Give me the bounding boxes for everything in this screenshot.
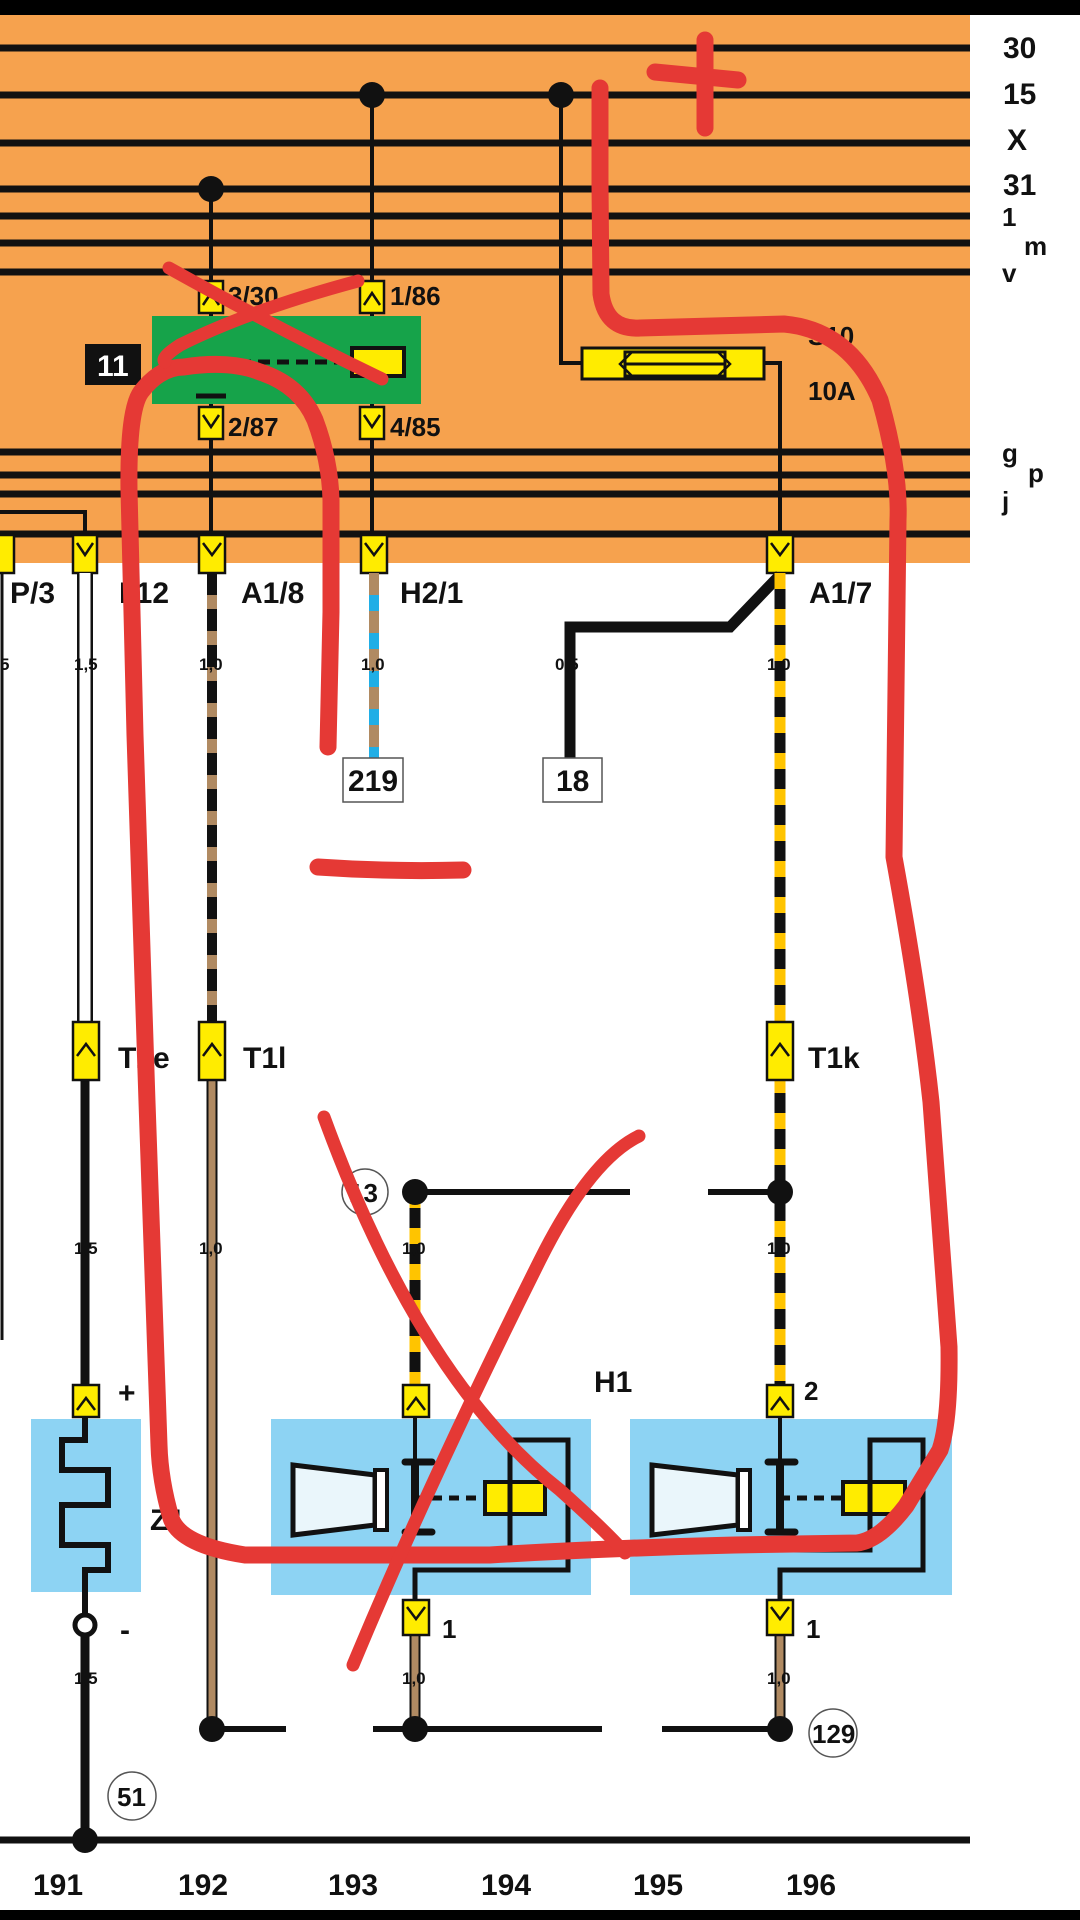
column-numbers: 191 192 193 194 195 196 — [33, 1869, 836, 1902]
ref-circle-51 — [107, 1771, 157, 1821]
bus-labels: 30 15 X 31 1 m v g p j — [1001, 32, 1047, 516]
junction-dot — [198, 176, 224, 202]
wire-size: 1,5 — [74, 1669, 98, 1688]
relay-pin-1-86: 1/86 — [390, 281, 441, 311]
connector-horn-left-2 — [401, 1383, 431, 1419]
relay-pin-connector — [358, 279, 386, 315]
relay-number: 11 — [97, 350, 129, 383]
bus-label-p: p — [1028, 458, 1044, 488]
horn-label: H1 — [594, 1366, 632, 1399]
ref-219: 219 — [348, 765, 398, 798]
wire-size-labels: 5 1,5 1,0 1,0 0,5 1,0 1,5 1,0 1,0 1,0 1,… — [0, 655, 791, 1688]
bus-lines — [0, 44, 970, 538]
ref-box-219 — [342, 757, 404, 803]
wire-size: 1,0 — [402, 1669, 426, 1688]
bus-label-m: m — [1024, 231, 1047, 261]
bus-label-v: v — [1002, 258, 1017, 288]
wire-size: 1,5 — [74, 655, 98, 674]
bottom-black-bar — [0, 1910, 1080, 1920]
horn-left[interactable] — [271, 1419, 591, 1600]
connector-label-h2-1: H2/1 — [400, 577, 463, 610]
wire-size: 1,0 — [199, 655, 223, 674]
red-annotations — [120, 31, 958, 1672]
z1-plus: + — [118, 1377, 136, 1410]
bus-label-1: 1 — [1002, 202, 1016, 232]
terminal-ring — [72, 1612, 98, 1638]
connector-horn-left-1 — [401, 1598, 431, 1637]
column-number: 193 — [328, 1869, 378, 1902]
z1-minus: - — [120, 1614, 130, 1647]
connector-h2-1 — [359, 533, 389, 575]
relay-pin-connector — [197, 405, 225, 441]
wire-size: 1,0 — [767, 1239, 791, 1258]
column-number: 195 — [633, 1869, 683, 1902]
annotation-minus-sign — [309, 858, 472, 880]
fuse[interactable] — [580, 346, 766, 381]
connector-label-a1-7: A1/7 — [809, 577, 872, 610]
connector-a1-8 — [197, 533, 227, 575]
relay-number-box — [85, 344, 141, 385]
ground-dot — [402, 1716, 428, 1742]
column-number: 191 — [33, 1869, 83, 1902]
relay-pin-2-87: 2/87 — [228, 412, 279, 442]
bus-label-g: g — [1002, 438, 1018, 468]
connector-p3 — [71, 533, 99, 575]
junction-dot — [72, 1827, 98, 1853]
ref-129: 129 — [812, 1719, 855, 1749]
connector-a1-7 — [765, 533, 795, 575]
connector-t1k — [765, 1020, 795, 1082]
heater-z1[interactable] — [31, 1417, 141, 1618]
fuse-rating: 10A — [808, 376, 856, 406]
wire-size: 5 — [0, 655, 9, 674]
junction-dot — [767, 1179, 793, 1205]
connector-label-t1l: T1l — [243, 1042, 286, 1075]
horn-pin-2: 2 — [804, 1376, 818, 1406]
column-number: 196 — [786, 1869, 836, 1902]
wire-size: 1,5 — [74, 1239, 98, 1258]
connector-label-t1k: T1k — [808, 1042, 860, 1075]
connector-horn-right-2 — [765, 1383, 795, 1419]
wire-size: 0,5 — [555, 655, 579, 674]
column-number: 194 — [481, 1869, 531, 1902]
bus-label-j: j — [1001, 486, 1009, 516]
bus-label-31: 31 — [1003, 169, 1036, 202]
ground-dot — [199, 1716, 225, 1742]
connector-t1l — [197, 1020, 227, 1082]
junction-dot — [402, 1179, 428, 1205]
connector-edge — [0, 533, 16, 575]
relay-pin-4-85: 4/85 — [390, 412, 441, 442]
relay-pin-connector — [358, 405, 386, 441]
connector-label-p3: P/3 — [10, 577, 55, 610]
connector-z1-plus — [71, 1383, 101, 1419]
wire-size: 1,0 — [402, 1239, 426, 1258]
junction-dot — [359, 82, 385, 108]
connector-label-a1-8: A1/8 — [241, 577, 304, 610]
annotation-cross-relay — [157, 261, 389, 386]
wire-size: 1,0 — [767, 655, 791, 674]
wire-size: 1,0 — [361, 655, 385, 674]
ref-box-18 — [542, 757, 603, 803]
wire-18 — [564, 571, 784, 758]
ref-circle-129 — [808, 1708, 858, 1758]
wire-size: 1,0 — [767, 1669, 791, 1688]
connector-t2e — [71, 1020, 101, 1082]
bus-label-x: X — [1007, 124, 1027, 157]
ref-18: 18 — [556, 765, 589, 798]
annotation-plus-sign — [646, 31, 747, 137]
bus-label-15: 15 — [1003, 78, 1036, 111]
ground-dot — [767, 1716, 793, 1742]
bus-label-30: 30 — [1003, 32, 1036, 65]
top-black-bar — [0, 0, 1080, 15]
connector-horn-right-1 — [765, 1598, 795, 1637]
annotation-cross-horn — [317, 1110, 646, 1672]
horn-pin-1: 1 — [442, 1614, 456, 1644]
wire-size: 1,0 — [199, 1239, 223, 1258]
ref-51: 51 — [117, 1782, 146, 1812]
horn-pin-1: 1 — [806, 1614, 820, 1644]
column-number: 192 — [178, 1869, 228, 1902]
